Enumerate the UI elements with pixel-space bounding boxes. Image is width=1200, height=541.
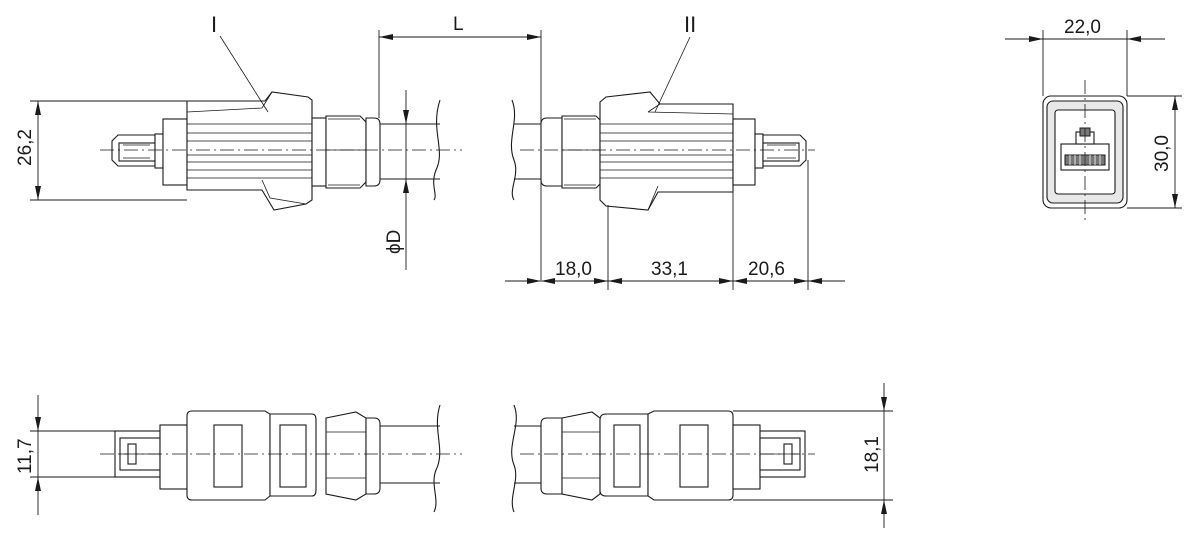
dim-length-label: L — [453, 14, 464, 35]
dim-end-width-label: 22,0 — [1064, 17, 1101, 38]
dim-seg-b-label: 33,1 — [651, 259, 688, 280]
connector-ii-side-view — [510, 91, 815, 211]
dim-diameter-label: ϕD — [384, 230, 405, 254]
dim-bottom-left-height-label: 11,7 — [15, 438, 36, 474]
dim-segments: 18,0 33,1 20,6 — [505, 160, 845, 290]
connector-i-label: I — [211, 12, 217, 37]
dim-bottom-left-height: 11,7 — [15, 395, 160, 515]
dim-end-height-label: 30,0 — [1152, 135, 1173, 172]
dim-seg-a-label: 18,0 — [555, 259, 592, 280]
connector-i-top-view — [100, 404, 462, 513]
dim-bottom-right-height-label: 18,1 — [862, 436, 883, 473]
dim-end-width: 22,0 — [1005, 17, 1165, 96]
connector-end-view — [1042, 80, 1128, 220]
dim-diameter: ϕD — [384, 90, 409, 270]
dim-height-left-label: 26,2 — [15, 129, 36, 166]
dim-end-height: 30,0 — [1127, 95, 1182, 209]
connector-i-side-view — [100, 91, 462, 211]
dim-seg-c-label: 20,6 — [748, 259, 785, 280]
dim-bottom-right-height: 18,1 — [733, 383, 893, 528]
connector-ii-label: II — [684, 12, 696, 37]
connector-ii-top-view — [511, 404, 815, 513]
dim-height-left: 26,2 — [15, 100, 187, 201]
